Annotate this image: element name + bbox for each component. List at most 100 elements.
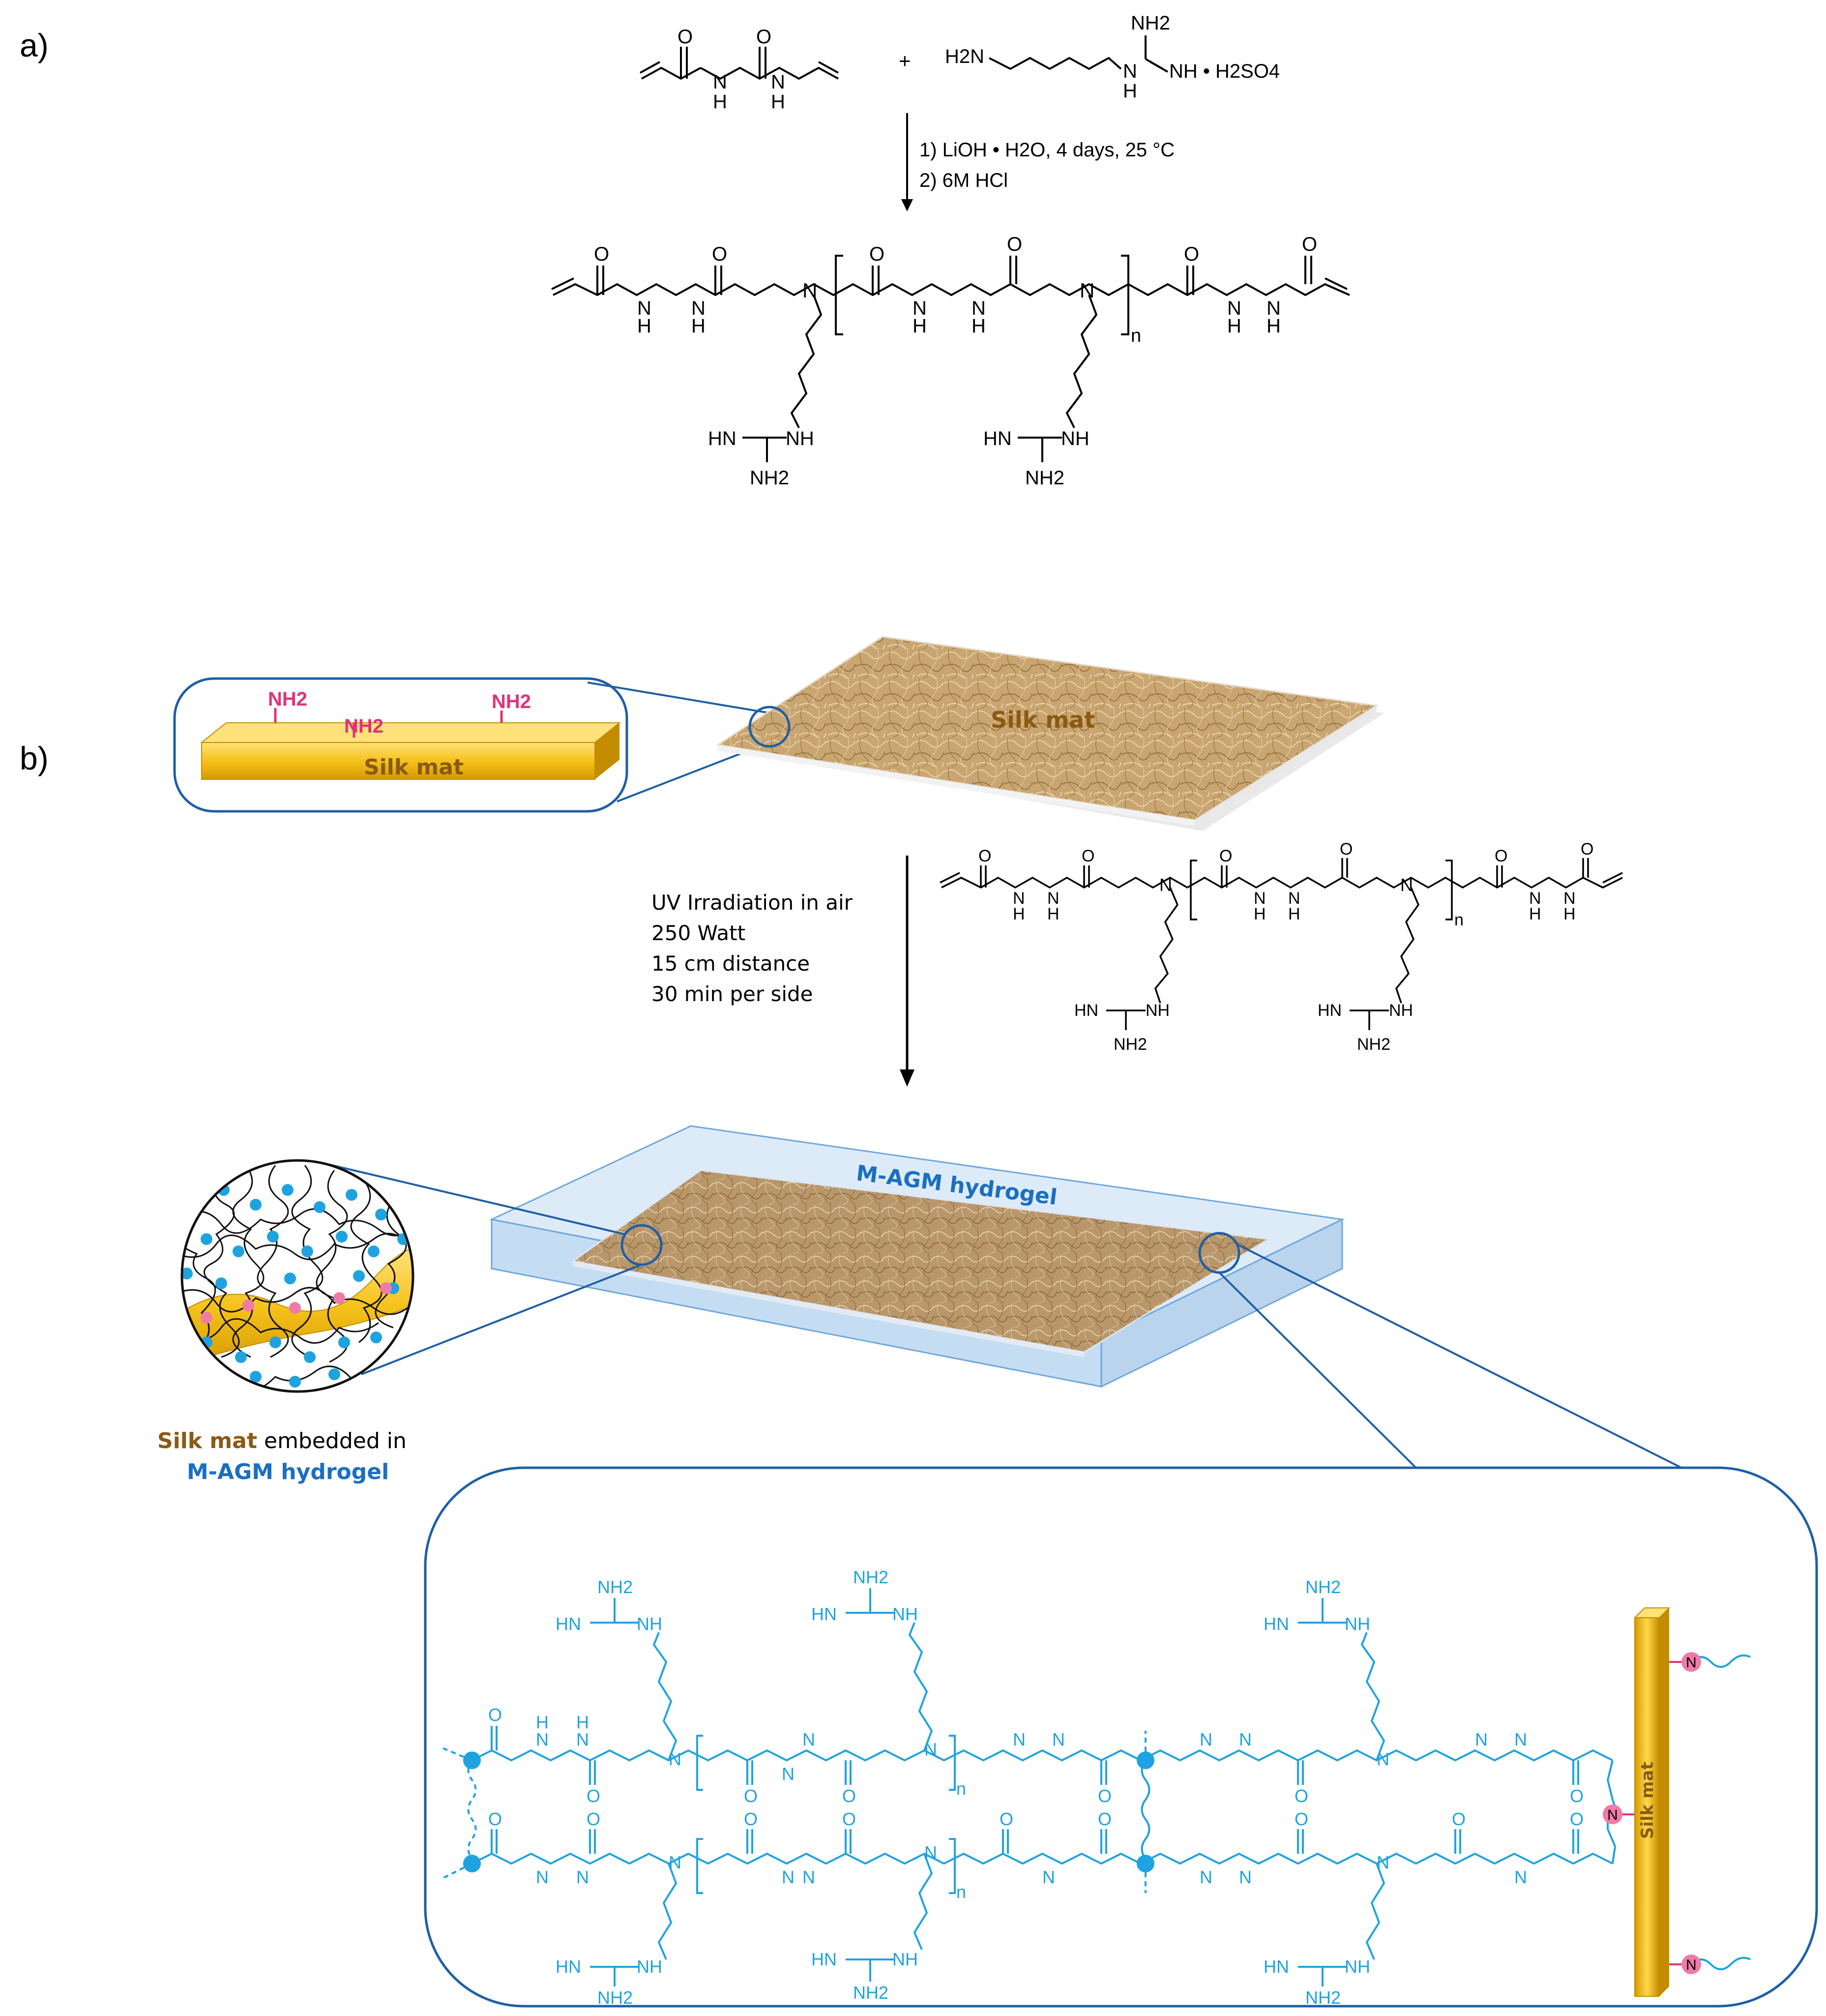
nw-top-h1: H: [536, 1712, 549, 1732]
inset-silk-label: Silk mat: [364, 755, 464, 780]
pb-nh1: NH: [1146, 1001, 1170, 1020]
network-atom-labels: N H N H N N N N n N N N N N N N O O O O …: [488, 1567, 1584, 2008]
pb-nh2: NH: [1389, 1001, 1413, 1020]
pb-h4: H: [1288, 905, 1300, 923]
nw-bot-n2: N: [576, 1867, 589, 1887]
inset-nh2-1: NH2: [268, 688, 307, 710]
silk-mat-inset: [173, 677, 770, 813]
nw-top-repeat: n: [956, 1779, 966, 1799]
pa-h1: H: [637, 315, 651, 337]
nw-bot-o8: O: [1570, 1809, 1584, 1829]
nw-bot-n7: N: [1239, 1867, 1252, 1887]
pb-n4: N: [1288, 889, 1300, 908]
nw-bot-amine3: N: [1377, 1852, 1389, 1872]
pb-hn2: HN: [1318, 1001, 1342, 1020]
nw-bot-n5: N: [1042, 1867, 1055, 1887]
uv-condition-2: 250 Watt: [651, 921, 745, 945]
pb-h2: H: [1047, 905, 1060, 923]
silk-node-n3: N: [1686, 1957, 1697, 1973]
nw-bot-n3: N: [782, 1867, 795, 1887]
inset-nh2-3: NH2: [492, 691, 531, 712]
nw-top-nh2-1: NH2: [597, 1577, 633, 1597]
agm-n: N: [1123, 60, 1137, 82]
pa-amine-n1: N: [802, 279, 817, 302]
mba-h2: H: [771, 91, 785, 113]
nw-bot-nh2-2: NH2: [853, 1983, 888, 2003]
uv-condition-4: 30 min per side: [651, 982, 813, 1006]
nw-bot-o1: O: [587, 1809, 600, 1829]
nw-bot-n4: N: [802, 1867, 815, 1887]
reaction-arrow-b: [900, 856, 914, 1087]
pa-hn2: HN: [983, 428, 1012, 449]
panel-b-label: b): [20, 740, 49, 776]
network-chemistry: [442, 1588, 1751, 1986]
network-nodes: [463, 1751, 1154, 1872]
nw-top-n5: N: [1013, 1729, 1026, 1749]
caption-embedded: embedded in: [257, 1428, 407, 1453]
pa-h3: H: [913, 315, 927, 337]
mba-h1: H: [713, 91, 727, 113]
nw-top-o1: O: [587, 1786, 600, 1806]
network-inset: [180, 1159, 414, 1393]
pb-nh2-2: NH2: [1357, 1035, 1390, 1054]
pa-h5: H: [1227, 315, 1241, 337]
pa-h4: H: [972, 315, 986, 337]
pa-nh2: NH: [1061, 428, 1090, 449]
pa-n5: N: [1227, 297, 1241, 319]
hydrogel-slab: [322, 1125, 1682, 1469]
pa-o3: O: [869, 243, 884, 265]
nw-bot-nh2: NH: [892, 1949, 918, 1969]
pb-h1: H: [1013, 905, 1025, 923]
nw-top-nh2-3: NH2: [1305, 1577, 1341, 1597]
pb-repeat-n: n: [1454, 911, 1464, 929]
hydrogel-caption-line1: Silk mat embedded in: [157, 1428, 407, 1453]
mba-o2: O: [756, 26, 771, 48]
agm-h: H: [1123, 80, 1137, 102]
polymer-a-atom-labels: O O O O O O N H N H N N H N H N n N H N …: [594, 234, 1317, 489]
nw-top-o6: O: [1570, 1786, 1584, 1806]
silk-mat-3d: [715, 636, 1384, 831]
nw-bot-o0: O: [488, 1809, 502, 1829]
nw-bot-n8: N: [1514, 1867, 1527, 1887]
mba-structure: [640, 47, 839, 80]
nw-top-o3: O: [842, 1786, 856, 1806]
nw-top-hn3: HN: [1264, 1614, 1289, 1634]
pa-amine-n2: N: [1080, 279, 1094, 302]
nw-bot-amine1: N: [669, 1852, 681, 1872]
pb-o3: O: [1219, 847, 1232, 865]
nw-top-hn1: HN: [556, 1614, 581, 1634]
mba-n1: N: [713, 71, 727, 93]
pa-n4: N: [972, 297, 986, 319]
pb-o6: O: [1581, 840, 1593, 859]
panel-a-label: a): [20, 27, 49, 63]
pb-n2: N: [1047, 889, 1060, 908]
pa-h2: H: [691, 315, 706, 337]
nw-top-n7: N: [1200, 1729, 1212, 1749]
caption-hydrogel: M-AGM hydrogel: [187, 1459, 389, 1484]
nw-bot-o3: O: [842, 1809, 856, 1829]
nw-bot-o2: O: [744, 1809, 758, 1829]
pb-o5: O: [1495, 847, 1507, 865]
pb-n1: N: [1013, 889, 1025, 908]
nw-top-n6: N: [1052, 1729, 1065, 1749]
nw-bot-hn2: HN: [811, 1949, 837, 1969]
pa-o4: O: [1007, 234, 1022, 255]
nw-top-amine3: N: [1377, 1749, 1389, 1769]
nw-bot-nh2-1: NH2: [597, 1987, 633, 2008]
pa-o5: O: [1184, 243, 1199, 265]
nw-top-nh3: NH: [1345, 1614, 1370, 1634]
nw-top-h2: H: [576, 1712, 589, 1732]
nw-top-nh1: NH: [637, 1614, 662, 1634]
silk-mat-label: Silk mat: [991, 707, 1095, 733]
agmatine-structure: [989, 35, 1168, 73]
nw-bot-n1: N: [536, 1867, 549, 1887]
pb-hn1: HN: [1074, 1001, 1098, 1020]
agm-h2n: H2N: [945, 46, 984, 67]
pa-o2: O: [712, 243, 727, 265]
nw-top-n9: N: [1475, 1729, 1488, 1749]
nw-bot-o5: O: [1098, 1809, 1112, 1829]
pa-n2: N: [691, 297, 706, 319]
pa-repeat-n: n: [1131, 326, 1141, 346]
pa-nh2-2: NH2: [1025, 467, 1064, 489]
